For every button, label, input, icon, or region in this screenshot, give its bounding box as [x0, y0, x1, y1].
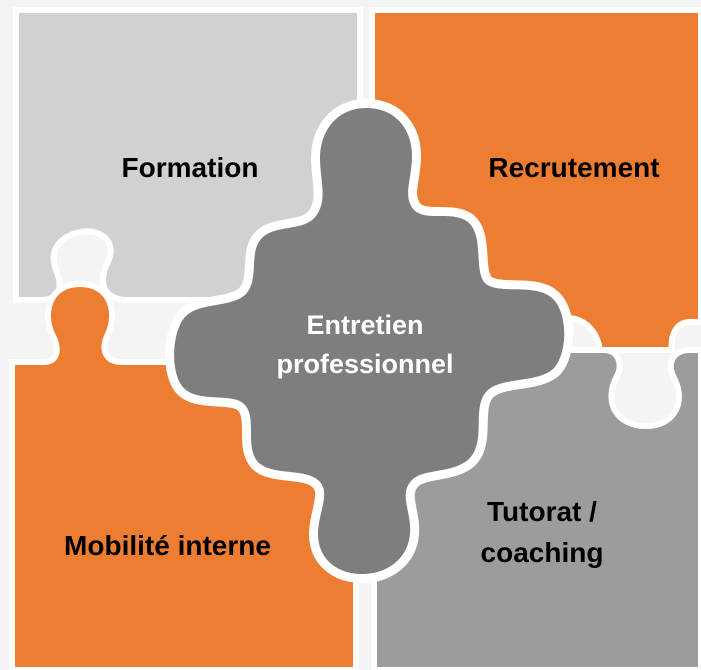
label-entretien-professionnel: Entretien professionnel: [250, 306, 480, 384]
label-recrutement: Recrutement: [488, 152, 660, 183]
label-tutorat-coaching: Tutorat / coaching: [462, 492, 622, 573]
label-tutorat-line2: coaching: [480, 536, 604, 568]
label-center-line2: professionnel: [276, 349, 454, 380]
label-tutorat-line1: Tutorat /: [487, 496, 597, 527]
label-mobilite-interne: Mobilité interne: [64, 530, 271, 561]
piece-center: [174, 108, 565, 574]
label-center-line1: Entretien: [306, 310, 424, 340]
label-formation: Formation: [121, 152, 259, 183]
